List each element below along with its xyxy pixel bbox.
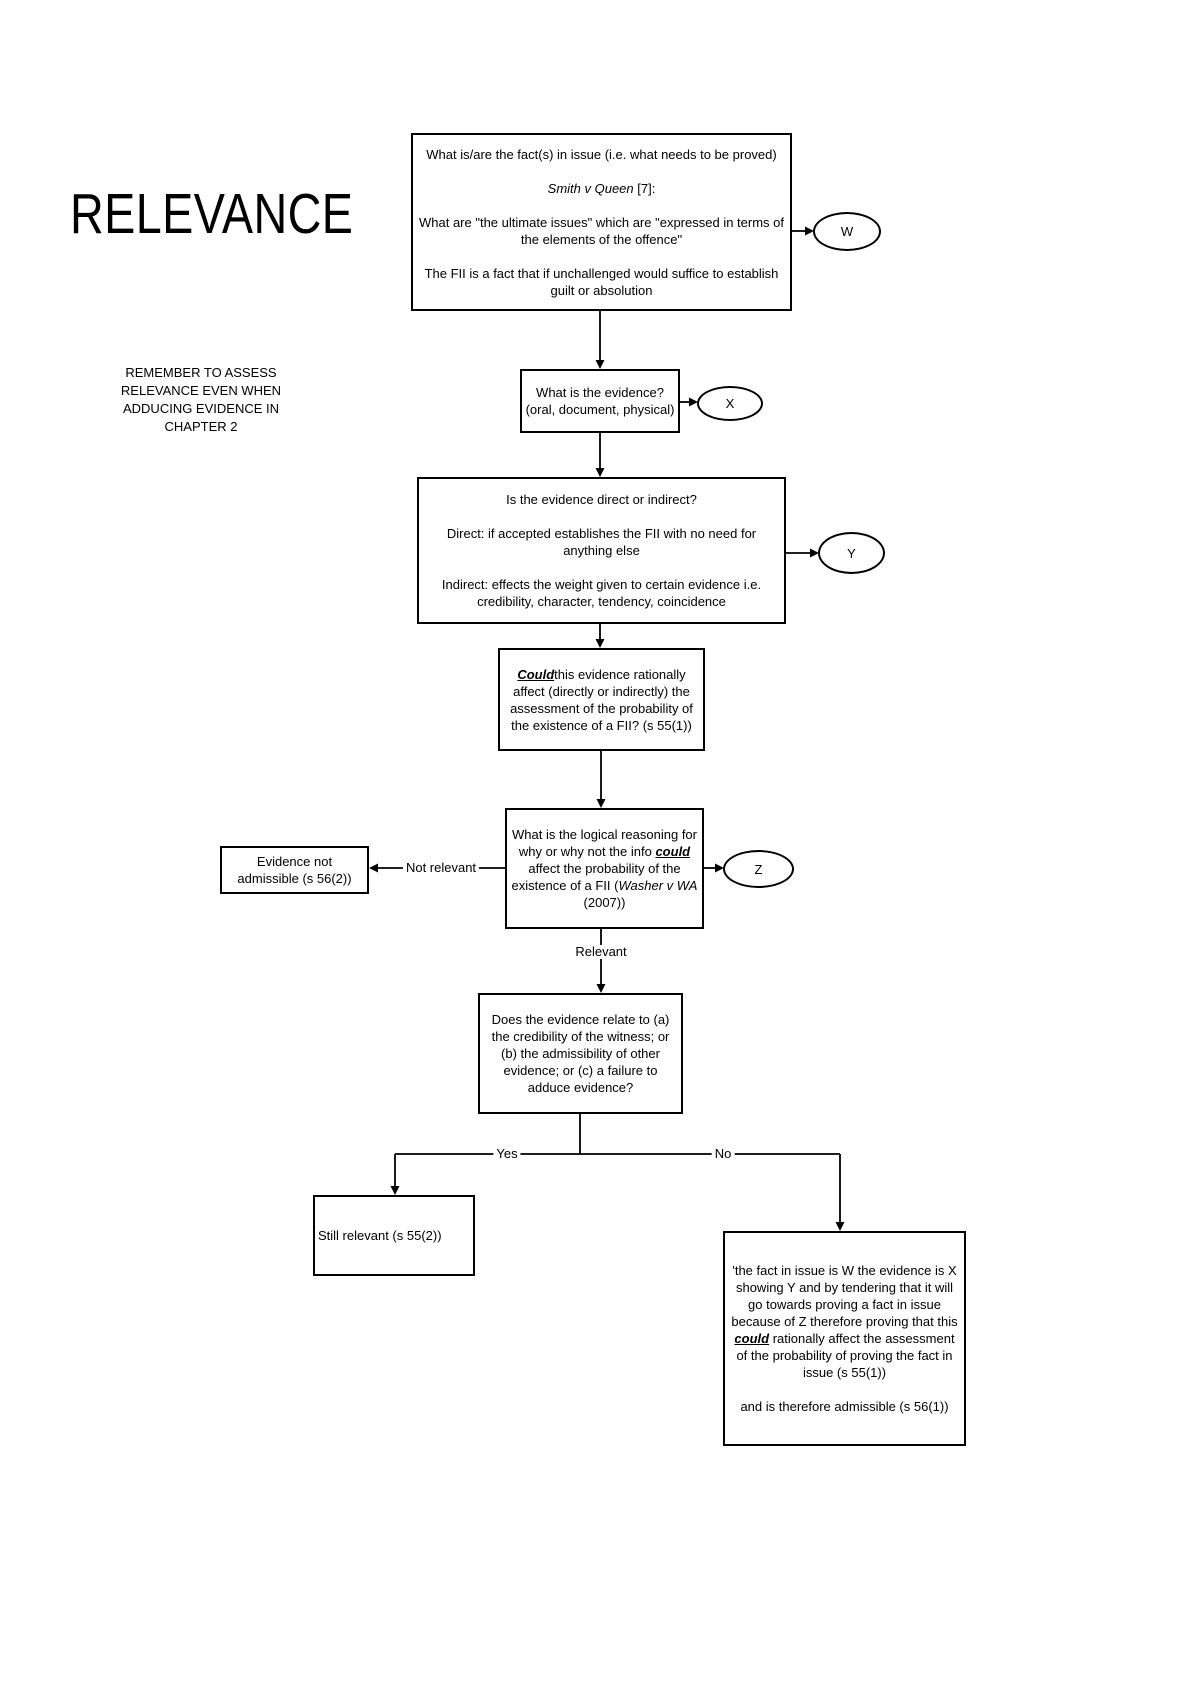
could-emphasis: could xyxy=(655,844,691,859)
variable-w-ellipse: W xyxy=(813,212,881,251)
facts-paragraph: The FII is a fact that if unchallenged w… xyxy=(424,265,779,298)
conclusion-text: 'the fact in issue is W the evidence is … xyxy=(728,1262,961,1381)
arrow-evidence-to-direct xyxy=(595,433,605,477)
arrow-facts-to-w xyxy=(792,226,814,236)
conclusion-tail: rationally affect the assessment of the … xyxy=(736,1331,955,1380)
variable-x-label: X xyxy=(725,396,735,411)
reminder-note-line: ADDUCING EVIDENCE IN xyxy=(122,401,280,416)
arrow-facts-to-evidence xyxy=(595,310,605,369)
evidence-type-box: What is the evidence? (oral, document, p… xyxy=(520,369,680,433)
conclusion-box: 'the fact in issue is W the evidence is … xyxy=(723,1231,966,1446)
facts-paragraph: What are "the ultimate issues" which are… xyxy=(419,214,784,247)
variable-w-label: W xyxy=(840,224,854,239)
yes-edge-label: Yes xyxy=(493,1147,521,1161)
direct-indirect-question: Is the evidence direct or indirect? xyxy=(506,492,697,507)
arrow-yes-branch xyxy=(390,1154,400,1195)
case-name: Washer v WA xyxy=(618,878,698,893)
could-affect-box: Couldthis evidence rationally affect (di… xyxy=(498,648,705,751)
reasoning-lead: What is the logical reasoning for why or… xyxy=(512,827,697,859)
reminder-note: REMEMBER TO ASSESS RELEVANCE EVEN WHEN A… xyxy=(95,364,307,436)
arrow-no-branch xyxy=(835,1154,845,1231)
arrow-direct-to-y xyxy=(786,548,819,558)
case-pincite: [7]: xyxy=(633,180,656,196)
evidence-type-text: What is the evidence? (oral, document, p… xyxy=(525,385,675,417)
variable-x-ellipse: X xyxy=(697,386,763,421)
reasoning-tail: (2007)) xyxy=(583,895,626,910)
relevant-edge-label: Relevant xyxy=(572,945,630,959)
page-title: RELEVANCE xyxy=(70,182,354,246)
reminder-note-line: CHAPTER 2 xyxy=(164,419,238,434)
could-emphasis: Could xyxy=(517,666,555,682)
admissible-text: and is therefore admissible (s 56(1)) xyxy=(740,1399,949,1414)
could-affect-text: Couldthis evidence rationally affect (di… xyxy=(503,666,700,734)
variable-y-label: Y xyxy=(847,545,856,561)
still-relevant-box: Still relevant (s 55(2)) xyxy=(313,1195,475,1276)
conclusion-lead: 'the fact in issue is W the evidence is … xyxy=(731,1263,958,1329)
no-edge-label: No xyxy=(711,1147,735,1161)
not-admissible-text: Evidence not admissible (s 56(2)) xyxy=(237,854,352,886)
reminder-note-line: REMEMBER TO ASSESS xyxy=(125,365,277,380)
not-admissible-box: Evidence not admissible (s 56(2)) xyxy=(220,846,369,894)
still-relevant-text: Still relevant (s 55(2)) xyxy=(318,1228,442,1243)
variable-z-label: Z xyxy=(754,861,763,877)
facts-in-issue-box: What is/are the fact(s) in issue (i.e. w… xyxy=(411,133,792,311)
logical-reasoning-text: What is the logical reasoning for why or… xyxy=(510,826,699,911)
could-emphasis: could xyxy=(734,1331,770,1346)
indirect-definition: Indirect: effects the weight given to ce… xyxy=(441,577,762,609)
not-relevant-edge-label: Not relevant xyxy=(402,861,480,875)
case-citation: Smith v Queen [7]: xyxy=(548,180,656,197)
arrow-relevant xyxy=(596,929,606,993)
reminder-note-line: RELEVANCE EVEN WHEN xyxy=(120,383,282,398)
reasoning-mid: affect the probability of the existence … xyxy=(511,861,681,893)
direct-indirect-box: Is the evidence direct or indirect? Dire… xyxy=(417,477,786,624)
arrow-reasoning-to-z xyxy=(704,863,724,873)
variable-y-ellipse: Y xyxy=(818,532,885,574)
facts-paragraph: What is/are the fact(s) in issue (i.e. w… xyxy=(426,146,777,162)
relates-to-box: Does the evidence relate to (a) the cred… xyxy=(478,993,683,1114)
logical-reasoning-box: What is the logical reasoning for why or… xyxy=(505,808,704,929)
arrow-evidence-to-x xyxy=(680,397,698,407)
could-affect-rest: this evidence rationally affect (directl… xyxy=(510,666,693,733)
arrow-direct-to-could xyxy=(595,624,605,648)
branch-stem xyxy=(395,1114,840,1155)
variable-z-ellipse: Z xyxy=(723,850,794,888)
relates-to-text: Does the evidence relate to (a) the cred… xyxy=(491,1012,670,1095)
arrow-could-to-reasoning xyxy=(596,751,606,808)
case-name: Smith v Queen xyxy=(547,180,634,196)
direct-definition: Direct: if accepted establishes the FII … xyxy=(446,526,757,558)
